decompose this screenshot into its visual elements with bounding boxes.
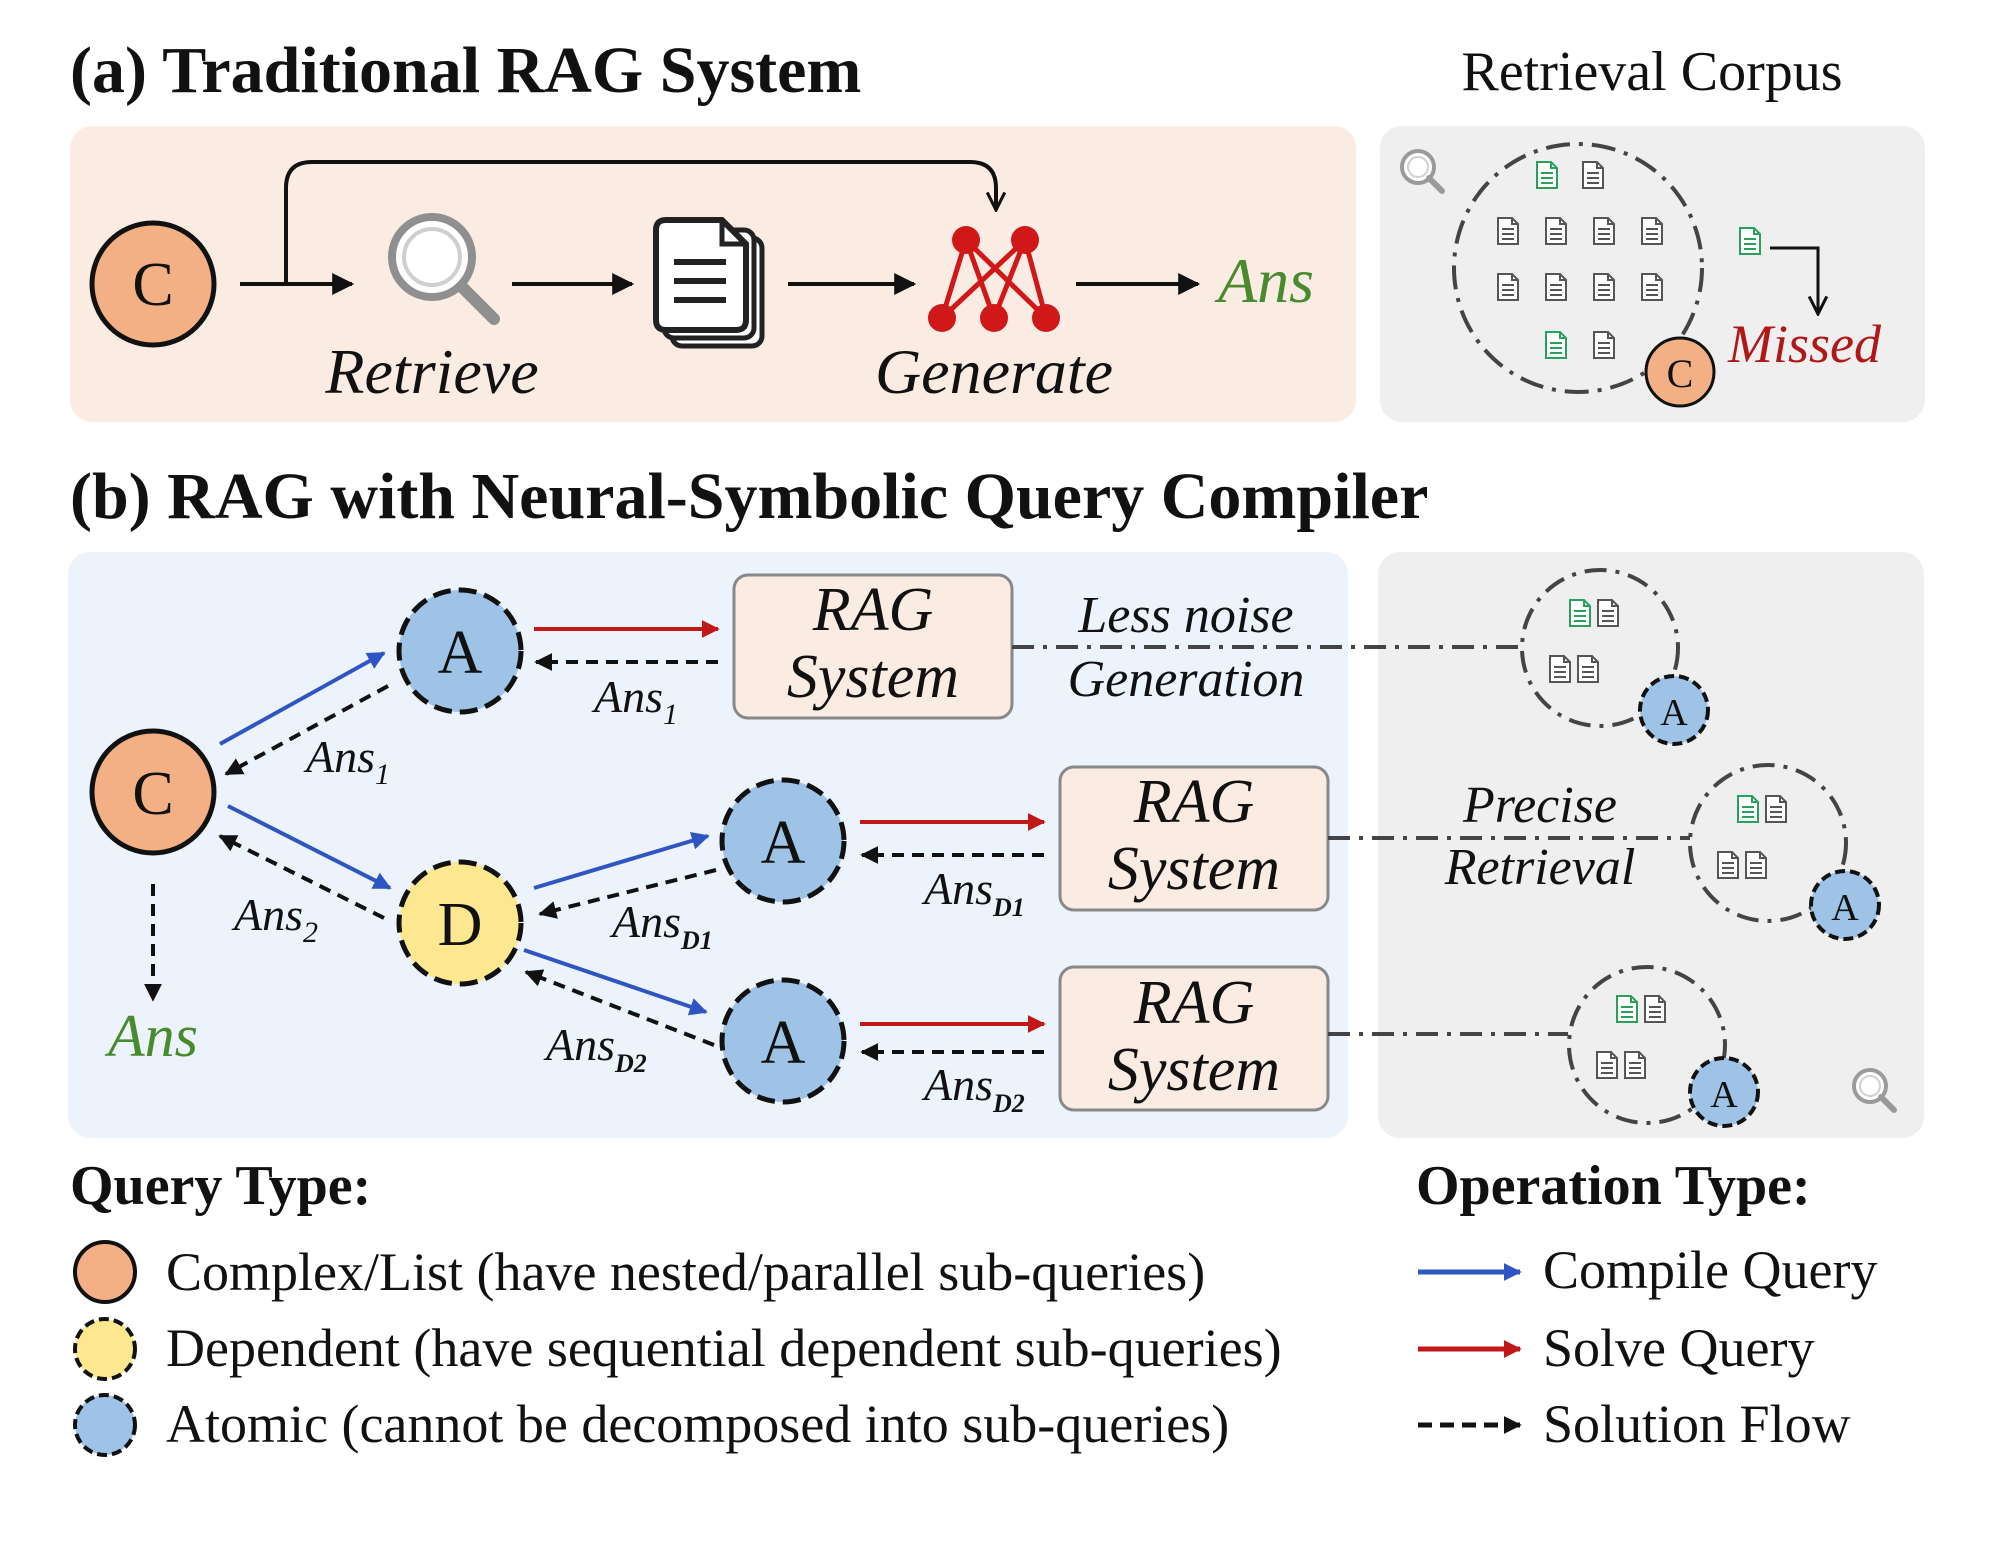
solution-arrow-d-to-c bbox=[218, 834, 385, 920]
complex-query-node bbox=[89, 220, 217, 348]
rag-system-2-line1: RAG bbox=[1133, 768, 1255, 836]
legend-dependent-swatch bbox=[73, 1317, 137, 1381]
legend-atomic-label: Atomic (cannot be decomposed into sub-qu… bbox=[166, 1394, 1229, 1454]
missed-arrow bbox=[1770, 246, 1818, 314]
corpus-b-atomic-label-2: A bbox=[1831, 887, 1859, 929]
final-answer-label: Ans bbox=[1214, 245, 1314, 316]
corpus-b-cluster-3 bbox=[1567, 965, 1727, 1125]
rag-system-box-1: RAG System bbox=[732, 573, 1014, 720]
complex-query-node-b bbox=[89, 728, 217, 856]
corpus-b-background bbox=[1378, 552, 1924, 1138]
rag-system-3-line1: RAG bbox=[1133, 969, 1255, 1037]
compile-arrow-c-to-a1 bbox=[219, 651, 386, 746]
corpus-b-atomic-node-1 bbox=[1638, 674, 1710, 746]
rag-system-box-3: RAG System bbox=[1058, 965, 1330, 1112]
legend-solution-flow-label: Solution Flow bbox=[1543, 1394, 1851, 1454]
rag-system-1-line1: RAG bbox=[812, 576, 934, 644]
less-noise-label-line1: Less noise bbox=[1077, 587, 1293, 644]
rag-system-3-line2: System bbox=[1108, 1036, 1280, 1104]
generate-label: Generate bbox=[875, 336, 1113, 407]
retrieve-magnifier-icon bbox=[388, 213, 500, 325]
retrieve-label: Retrieve bbox=[324, 336, 538, 407]
ans-1-label-left: Ans1 bbox=[303, 731, 390, 791]
rag-system-2-line2: System bbox=[1108, 835, 1280, 903]
dependent-query-label: D bbox=[438, 891, 483, 959]
precise-retrieval-label-line2: Retrieval bbox=[1444, 839, 1636, 896]
corpus-b-atomic-label-1: A bbox=[1660, 692, 1688, 734]
ans-d1-label-left: AnsD1 bbox=[609, 896, 713, 955]
less-noise-label-line2: Generation bbox=[1068, 651, 1305, 708]
atomic-query-node-1 bbox=[396, 587, 524, 715]
legend-complex-label: Complex/List (have nested/parallel sub-q… bbox=[166, 1242, 1205, 1302]
missed-document-icon bbox=[1739, 227, 1761, 255]
atomic-query-label-d2: A bbox=[761, 1009, 806, 1077]
generator-network-icon bbox=[928, 226, 1060, 332]
corpus-a-query-label: C bbox=[1667, 351, 1694, 396]
panel-b-title: (b) RAG with Neural-Symbolic Query Compi… bbox=[70, 460, 1428, 533]
corpus-b-atomic-node-2 bbox=[1809, 869, 1881, 941]
corpus-b-atomic-node-3 bbox=[1688, 1056, 1760, 1128]
corpus-b-atomic-label-3: A bbox=[1710, 1074, 1738, 1116]
complex-query-label-b: C bbox=[132, 760, 173, 828]
ans-1-label-right: Ans1 bbox=[591, 671, 678, 731]
legend-dependent-label: Dependent (have sequential dependent sub… bbox=[166, 1318, 1282, 1378]
bypass-query-arrow bbox=[240, 160, 996, 286]
compile-arrow-d-to-ad2 bbox=[523, 948, 708, 1016]
retrieval-corpus-title: Retrieval Corpus bbox=[1461, 41, 1842, 103]
rag-system-box-2: RAG System bbox=[1058, 765, 1330, 912]
precise-retrieval-label-line1: Precise bbox=[1462, 777, 1617, 834]
rag-system-1-line2: System bbox=[787, 643, 959, 711]
operation-type-title: Operation Type: bbox=[1416, 1155, 1811, 1217]
complex-query-label: C bbox=[132, 251, 173, 319]
compile-arrow-c-to-d bbox=[227, 804, 392, 890]
ans-2-label: Ans2 bbox=[231, 889, 318, 949]
retrieved-documents-icon bbox=[653, 217, 765, 349]
legend-complex-swatch bbox=[73, 1240, 137, 1304]
corpus-a-cluster bbox=[1452, 142, 1704, 394]
query-type-title: Query Type: bbox=[70, 1155, 371, 1217]
corpus-b-cluster-1 bbox=[1520, 568, 1680, 728]
panel-a-title: (a) Traditional RAG System bbox=[70, 34, 861, 107]
final-answer-label-b: Ans bbox=[104, 1003, 198, 1069]
atomic-query-label-1: A bbox=[438, 619, 483, 687]
dependent-query-node bbox=[396, 859, 524, 987]
legend-solve-label: Solve Query bbox=[1543, 1318, 1814, 1378]
solution-arrow-ad2-to-d bbox=[524, 969, 715, 1047]
missed-label: Missed bbox=[1727, 314, 1882, 374]
ans-d2-label-right: AnsD2 bbox=[921, 1059, 1025, 1118]
atomic-query-node-d2 bbox=[719, 977, 847, 1105]
compile-arrow-d-to-ad1 bbox=[533, 832, 710, 890]
solution-arrow-a1-to-c bbox=[224, 684, 389, 776]
corpus-a-query-node bbox=[1644, 336, 1716, 408]
corpus-b-cluster-2 bbox=[1688, 763, 1848, 923]
atomic-query-label-d1: A bbox=[761, 809, 806, 877]
solution-arrow-ad1-to-d bbox=[538, 868, 717, 919]
ans-d1-label-right: AnsD1 bbox=[921, 863, 1025, 922]
legend-atomic-swatch bbox=[73, 1393, 137, 1457]
atomic-query-node-d1 bbox=[719, 777, 847, 905]
ans-d2-label-left: AnsD2 bbox=[543, 1019, 647, 1078]
legend-compile-label: Compile Query bbox=[1543, 1240, 1877, 1300]
